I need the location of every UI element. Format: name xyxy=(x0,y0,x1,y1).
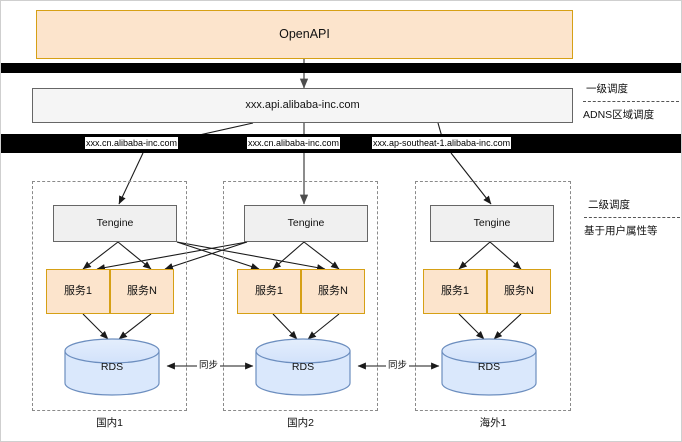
service-label-3-1: 服务1 xyxy=(440,285,470,298)
region-label-2: 国内2 xyxy=(287,417,314,429)
sync-label-1: 同步 xyxy=(197,360,221,372)
service-label-2-2: 服务N xyxy=(318,285,348,298)
annotation-primary-2: 二级调度 xyxy=(588,199,630,211)
rds-label-1: RDS xyxy=(100,361,124,373)
service-label-3-2: 服务N xyxy=(504,285,534,298)
tengine-label-1: Tengine xyxy=(96,217,134,230)
rds-label-3: RDS xyxy=(477,361,501,373)
openapi-node[interactable]: OpenAPI xyxy=(36,10,573,59)
tengine-node-1[interactable]: Tengine xyxy=(53,205,177,242)
level1-api-node[interactable]: xxx.api.alibaba-inc.com xyxy=(32,88,573,123)
service-node-3-2[interactable]: 服务N xyxy=(487,269,551,314)
region-container-2 xyxy=(223,181,378,411)
service-label-1-1: 服务1 xyxy=(63,285,93,298)
region-container-1 xyxy=(32,181,187,411)
region-label-3: 海外1 xyxy=(479,417,507,429)
service-node-2-1[interactable]: 服务1 xyxy=(237,269,301,314)
annotation-rule-2 xyxy=(584,217,680,218)
annotation-primary-1: 一级调度 xyxy=(586,83,628,95)
service-label-2-1: 服务1 xyxy=(254,285,284,298)
tengine-node-3[interactable]: Tengine xyxy=(430,205,554,242)
tengine-label-2: Tengine xyxy=(287,217,325,230)
domain-tag-cn1[interactable]: xxx.cn.alibaba-inc.com xyxy=(85,137,179,149)
domain-tag-cn2[interactable]: xxx.cn.alibaba-inc.com xyxy=(247,137,341,149)
openapi-label: OpenAPI xyxy=(279,27,330,42)
domain-tag-ap[interactable]: xxx.ap-southeat-1.alibaba-inc.com xyxy=(372,137,512,149)
level1-api-label: xxx.api.alibaba-inc.com xyxy=(245,99,360,112)
annotation-secondary-1: ADNS区域调度 xyxy=(583,109,655,121)
divider-band-top xyxy=(1,63,681,73)
sync-label-2: 同步 xyxy=(386,360,410,372)
annotation-rule-1 xyxy=(583,101,679,102)
rds-label-2: RDS xyxy=(291,361,315,373)
region-label-1: 国内1 xyxy=(96,417,123,429)
service-node-1-2[interactable]: 服务N xyxy=(110,269,174,314)
annotation-secondary-2: 基于用户属性等 xyxy=(584,225,658,237)
region-container-3 xyxy=(415,181,571,411)
tengine-node-2[interactable]: Tengine xyxy=(244,205,368,242)
service-node-1-1[interactable]: 服务1 xyxy=(46,269,110,314)
tengine-label-3: Tengine xyxy=(473,217,511,230)
service-node-3-1[interactable]: 服务1 xyxy=(423,269,487,314)
service-node-2-2[interactable]: 服务N xyxy=(301,269,365,314)
service-label-1-2: 服务N xyxy=(127,285,157,298)
